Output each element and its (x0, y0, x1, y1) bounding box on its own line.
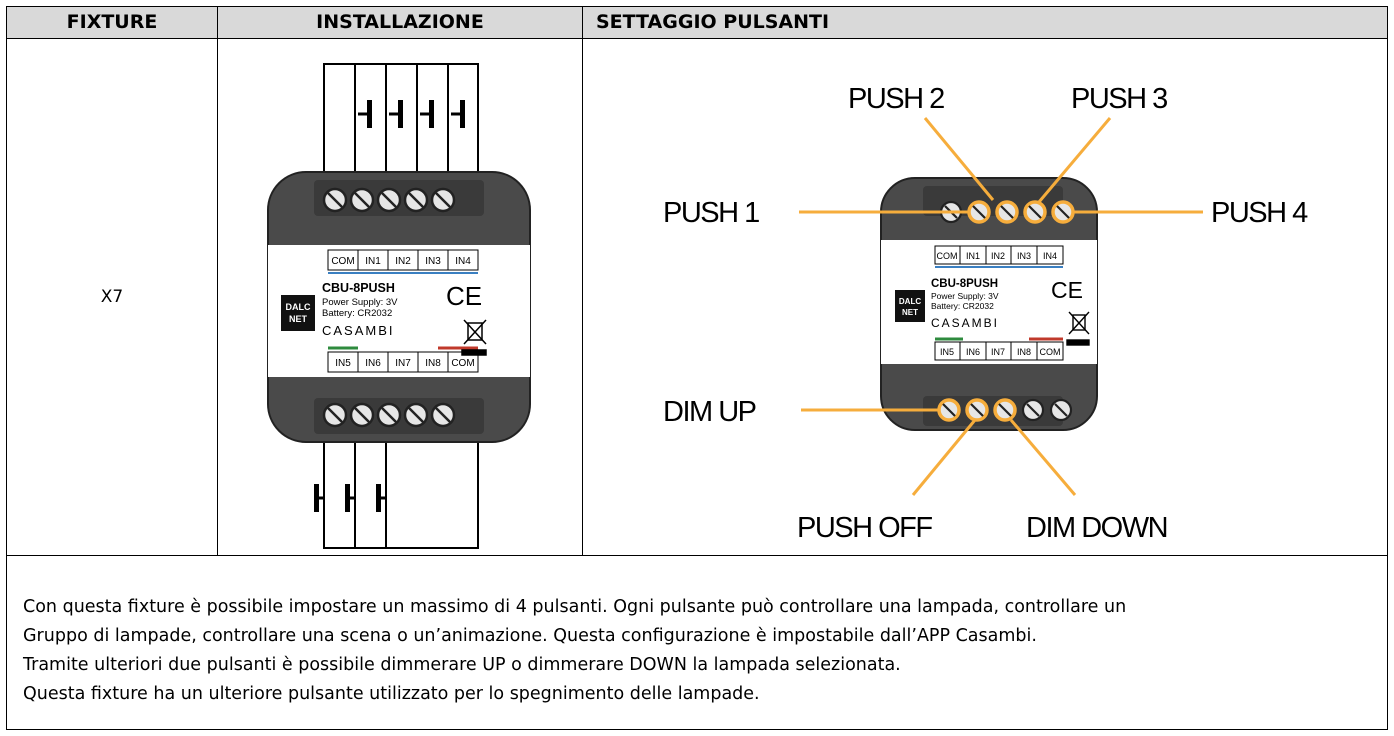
label-push-2: PUSH 2 (848, 83, 944, 115)
svg-text:IN3: IN3 (1017, 251, 1031, 261)
svg-text:NET: NET (902, 308, 918, 317)
top-screws (322, 187, 456, 213)
module-body-right: COM IN1 IN2 IN3 IN4 IN5 IN6 IN7 IN8 COM … (880, 177, 1098, 431)
svg-text:NET: NET (289, 314, 308, 324)
terminal-label: COM (451, 358, 474, 369)
svg-text:IN7: IN7 (991, 347, 1005, 357)
fixture-table: FIXTURE INSTALLAZIONE SETTAGGIO PULSANTI… (6, 6, 1388, 730)
bottom-terminal-labels: IN5 IN6 IN7 IN8 COM (327, 346, 479, 373)
column-divider (582, 7, 583, 555)
description-line: Tramite ulteriori due pulsanti è possibi… (23, 655, 901, 675)
svg-text:COM: COM (937, 251, 958, 261)
weee-bin-icon (461, 319, 487, 356)
dalcnet-logo (281, 295, 315, 331)
power-supply: Power Supply: 3V (322, 297, 398, 308)
bottom-push-buttons (314, 484, 386, 512)
description-line: Gruppo di lampade, controllare una scena… (23, 626, 1037, 646)
svg-text:DALC: DALC (286, 302, 311, 312)
label-dim-down: DIM DOWN (1026, 512, 1167, 544)
svg-text:DALC: DALC (899, 297, 921, 306)
svg-text:Battery: CR2032: Battery: CR2032 (931, 301, 994, 311)
weee-bin-icon (1066, 311, 1090, 346)
terminal-label: IN3 (425, 256, 441, 267)
header-settaggio-pulsanti: SETTAGGIO PULSANTI (583, 7, 1387, 39)
description-line: Questa fixture ha un ulteriore pulsante … (23, 684, 760, 704)
module-body: COM IN1 IN2 IN3 IN4 IN5 IN6 IN7 IN8 COM … (267, 171, 531, 443)
svg-text:IN6: IN6 (966, 347, 980, 357)
dalcnet-logo (895, 290, 925, 322)
terminal-label: IN6 (365, 358, 381, 369)
terminal-label: COM (331, 256, 354, 267)
svg-text:COM: COM (1040, 347, 1061, 357)
terminal-label: IN4 (455, 256, 471, 267)
svg-text:Power Supply: 3V: Power Supply: 3V (931, 291, 999, 301)
label-push-4: PUSH 4 (1211, 197, 1308, 229)
label-dim-up: DIM UP (663, 396, 756, 428)
label-push-3: PUSH 3 (1071, 83, 1167, 115)
terminal-label: IN8 (425, 358, 441, 369)
ce-mark: CE (1051, 277, 1083, 303)
top-push-buttons (358, 100, 465, 128)
terminal-label: IN1 (365, 256, 381, 267)
description-line: Con questa fixture è possibile impostare… (23, 597, 1127, 617)
button-settings-diagram: COM IN1 IN2 IN3 IN4 IN5 IN6 IN7 IN8 COM … (663, 83, 1310, 544)
ce-mark: CE (446, 281, 482, 311)
terminal-label: IN5 (335, 358, 351, 369)
leader-lines (799, 117, 1203, 496)
svg-text:IN2: IN2 (991, 251, 1005, 261)
svg-text:CBU-8PUSH: CBU-8PUSH (931, 278, 998, 290)
top-terminal-labels-right: COM IN1 IN2 IN3 IN4 (934, 245, 1064, 268)
brand: CASAMBI (322, 323, 395, 338)
header-installazione: INSTALLAZIONE (218, 7, 582, 39)
fixture-value: X7 (100, 287, 124, 307)
description-text: Con questa fixture è possibile impostare… (23, 593, 1383, 709)
svg-text:CASAMBI: CASAMBI (931, 316, 999, 330)
column-divider (217, 7, 218, 555)
label-push-off: PUSH OFF (797, 512, 932, 544)
bottom-screws (322, 402, 456, 428)
model-name: CBU-8PUSH (322, 281, 395, 295)
label-push-1: PUSH 1 (663, 197, 759, 229)
top-wiring (323, 63, 479, 180)
svg-text:IN5: IN5 (940, 347, 954, 357)
top-terminal-labels: COM IN1 IN2 IN3 IN4 (327, 249, 479, 274)
svg-text:IN1: IN1 (966, 251, 980, 261)
svg-text:IN4: IN4 (1043, 251, 1057, 261)
row-divider (7, 555, 1387, 556)
header-fixture: FIXTURE (7, 7, 217, 39)
battery: Battery: CR2032 (322, 308, 392, 319)
installation-diagram: COM IN1 IN2 IN3 IN4 IN5 IN6 IN7 IN8 COM … (267, 63, 531, 549)
bottom-wiring (323, 435, 479, 549)
svg-text:IN8: IN8 (1017, 347, 1031, 357)
bottom-terminal-labels-right: IN5 IN6 IN7 IN8 COM (934, 337, 1064, 361)
terminal-label: IN7 (395, 358, 411, 369)
terminal-label: IN2 (395, 256, 411, 267)
